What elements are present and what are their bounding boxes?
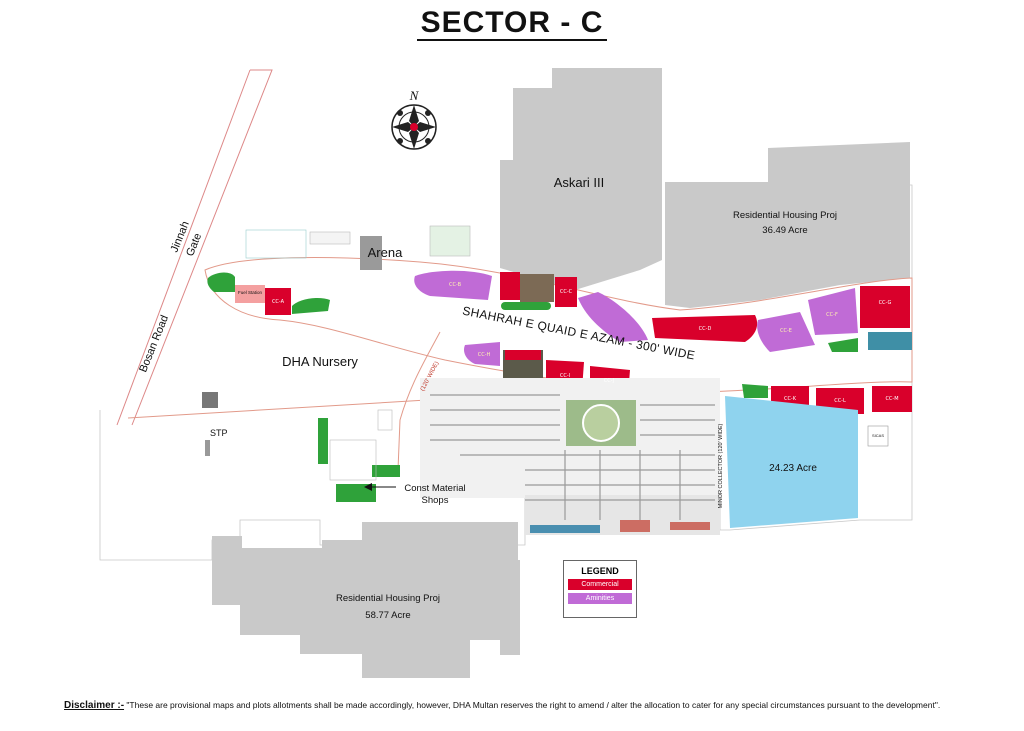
plot-label: CC-B: [449, 282, 462, 288]
disclaimer-text: "These are provisional maps and plots al…: [126, 700, 941, 710]
plot-label: CC-C: [560, 289, 573, 295]
arrow-icon: [364, 483, 396, 491]
plot-label: CC-L: [834, 398, 846, 404]
top-side-plots: [207, 270, 912, 352]
north-compass-icon: [391, 104, 437, 150]
page-title: SECTOR - C: [416, 6, 608, 41]
plot-label: CC-I: [560, 373, 570, 379]
north-label: N: [409, 88, 420, 103]
sicas-box: [867, 425, 889, 447]
const-label-1: Const Material: [404, 483, 465, 494]
const-label-2: Shops: [422, 495, 449, 506]
res-top-label-1: Residential Housing Proj: [733, 210, 837, 221]
acre-blue-label: 24.23 Acre: [769, 463, 817, 474]
legend: LEGEND Commercial Aminities: [563, 560, 637, 618]
plot-label: CC-E: [780, 328, 792, 334]
plot-label: CC-A: [272, 299, 285, 305]
askari-iii-block: [500, 68, 662, 290]
plot-label: CC-D: [699, 326, 712, 332]
sicas-label: SICAS: [872, 433, 884, 438]
plot-label: CC-H: [478, 352, 491, 358]
arena-area: [245, 225, 471, 270]
minor-collector-label: MINOR COLLECTOR (120' WIDE): [718, 423, 724, 508]
residential-bottom-block: [212, 522, 520, 678]
plot-label: CC-G: [879, 300, 892, 306]
housing-grid: [420, 378, 720, 535]
dha-nursery-label: DHA Nursery: [282, 354, 358, 369]
plot-label: CC-F: [826, 312, 838, 318]
nursery-area: [127, 392, 461, 502]
legend-title: LEGEND: [581, 566, 619, 576]
res-top-label-2: 36.49 Acre: [762, 225, 807, 236]
left-access-road: [397, 331, 441, 471]
res-bottom-label-2: 58.77 Acre: [365, 610, 410, 621]
fuel-station-label: Fuel Station: [238, 290, 263, 295]
legend-item-commercial: Commercial: [568, 579, 632, 590]
page-title-wrap: SECTOR - C: [0, 6, 1024, 41]
plot-label: CC-K: [784, 396, 797, 402]
askari-label: Askari III: [554, 175, 605, 190]
disclaimer-label: Disclaimer :-: [64, 700, 125, 711]
res-bottom-label-1: Residential Housing Proj: [336, 593, 440, 604]
stp-label: STP: [210, 428, 228, 438]
plot-label: CC-J: [604, 378, 615, 384]
arena-label: Arena: [368, 245, 403, 260]
highway-band: [204, 256, 913, 393]
residential-top-block: [665, 142, 910, 308]
bosan-road-lines: [116, 69, 273, 426]
water-block: [725, 396, 858, 528]
plot-label: CC-M: [885, 396, 898, 402]
legend-item-amenities: Aminities: [568, 593, 632, 604]
bosan-road-label: Bosan Road: [137, 314, 171, 375]
disclaimer: Disclaimer :- "These are provisional map…: [64, 700, 940, 711]
